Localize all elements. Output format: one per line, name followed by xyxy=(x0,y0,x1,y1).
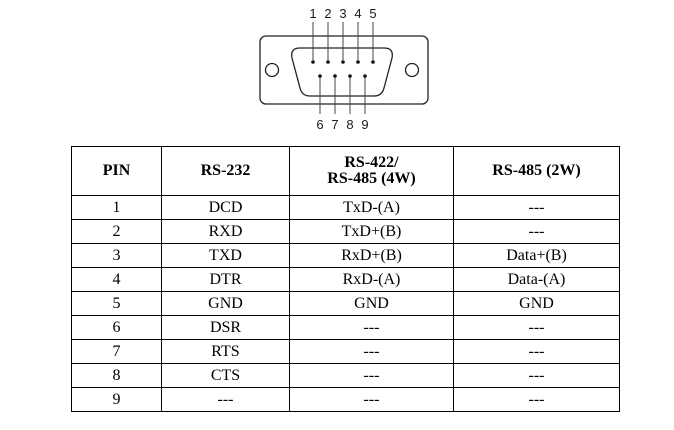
cell-rs232: TXD xyxy=(161,243,290,268)
pin-label-4: 4 xyxy=(354,6,361,21)
cell-pin: 9 xyxy=(71,387,162,412)
cell-rs485-2w: GND xyxy=(453,291,620,316)
pin-label-1: 1 xyxy=(309,6,316,21)
cell-rs422-rs485-4w: TxD-(A) xyxy=(289,195,454,220)
cell-pin: 6 xyxy=(71,315,162,340)
cell-rs485-2w: --- xyxy=(453,363,620,388)
header-pin: PIN xyxy=(71,146,162,196)
cell-rs232: RTS xyxy=(161,339,290,364)
mounting-hole-left xyxy=(264,62,280,78)
pin-label-7: 7 xyxy=(331,117,338,132)
cell-pin: 1 xyxy=(71,195,162,220)
pin-label-5: 5 xyxy=(369,6,376,21)
cell-pin: 7 xyxy=(71,339,162,364)
cell-rs232: --- xyxy=(161,387,290,412)
cell-pin: 4 xyxy=(71,267,162,292)
cell-rs485-2w: Data-(A) xyxy=(453,267,620,292)
cell-rs485-2w: --- xyxy=(453,195,620,220)
bottom-pin-leaders xyxy=(319,77,366,114)
header-rs485-2w: RS-485 (2W) xyxy=(453,146,620,196)
cell-rs232: GND xyxy=(161,291,290,316)
pin-label-8: 8 xyxy=(346,117,353,132)
top-pin-leaders xyxy=(312,22,374,60)
cell-rs422-rs485-4w: --- xyxy=(289,387,454,412)
cell-rs232: RXD xyxy=(161,219,290,244)
cell-rs485-2w: --- xyxy=(453,387,620,412)
pin-label-6: 6 xyxy=(316,117,323,132)
cell-rs422-rs485-4w: RxD-(A) xyxy=(289,267,454,292)
cell-pin: 3 xyxy=(71,243,162,268)
cell-rs485-2w: --- xyxy=(453,315,620,340)
pin-label-9: 9 xyxy=(361,117,368,132)
cell-rs422-rs485-4w: --- xyxy=(289,339,454,364)
cell-rs485-2w: --- xyxy=(453,219,620,244)
cell-rs422-rs485-4w: --- xyxy=(289,315,454,340)
pin-dots xyxy=(311,60,375,78)
cell-rs422-rs485-4w: RxD+(B) xyxy=(289,243,454,268)
cell-rs232: DCD xyxy=(161,195,290,220)
connector-shell xyxy=(259,35,429,105)
header-rs422-rs485-4w: RS-422/ RS-485 (4W) xyxy=(289,146,454,196)
cell-rs232: DTR xyxy=(161,267,290,292)
table-header-row: PIN RS-232 RS-422/ RS-485 (4W) RS-485 (2… xyxy=(71,146,620,196)
cell-pin: 5 xyxy=(71,291,162,316)
cell-rs422-rs485-4w: GND xyxy=(289,291,454,316)
pin-label-3: 3 xyxy=(339,6,346,21)
table-row: 9--------- xyxy=(71,387,620,412)
header-rs422-line2: RS-485 (4W) xyxy=(327,170,416,187)
mounting-hole-right xyxy=(404,62,420,78)
cell-pin: 8 xyxy=(71,363,162,388)
pin-label-2: 2 xyxy=(324,6,331,21)
cell-pin: 2 xyxy=(71,219,162,244)
cell-rs485-2w: Data+(B) xyxy=(453,243,620,268)
cell-rs232: CTS xyxy=(161,363,290,388)
cell-rs422-rs485-4w: --- xyxy=(289,363,454,388)
header-rs422-line1: RS-422/ xyxy=(344,154,399,171)
cell-rs232: DSR xyxy=(161,315,290,340)
connector-d-body xyxy=(291,47,393,97)
cell-rs422-rs485-4w: TxD+(B) xyxy=(289,219,454,244)
cell-rs485-2w: --- xyxy=(453,339,620,364)
pin-assignment-table: PIN RS-232 RS-422/ RS-485 (4W) RS-485 (2… xyxy=(71,146,620,412)
db9-connector-diagram: 1 2 3 4 5 6 7 8 9 xyxy=(259,6,429,132)
header-rs232: RS-232 xyxy=(161,146,290,196)
